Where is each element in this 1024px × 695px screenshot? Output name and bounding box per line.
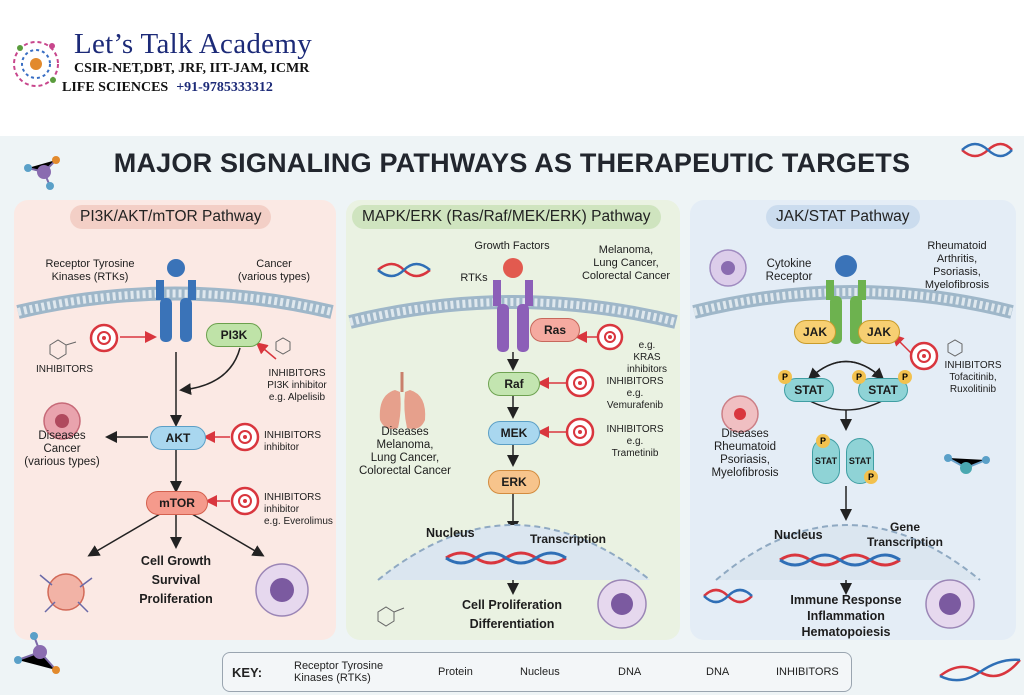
raf-node: Raf: [488, 372, 540, 396]
rtk-label: Receptor Tyrosine Kinases (RTKs): [45, 258, 135, 283]
mtor-inhibitor-label: INHIBITORS inhibitor e.g. Everolimus: [264, 492, 333, 527]
dna-helix-icon: [377, 262, 431, 278]
cytokine-receptor-label: Cytokine Receptor: [765, 258, 813, 283]
inhibitor-target-icon: [565, 368, 595, 398]
dna-helix-icon: [703, 588, 753, 604]
inflamed-cell-icon: [721, 395, 759, 433]
pi3k-inhibitor-label: INHIBITORS PI3K inhibitor e.g. Alpelisib: [267, 368, 327, 403]
academy-logo: [8, 34, 64, 94]
akt-node: AKT: [150, 426, 206, 450]
mapk-cell-icon: [597, 579, 647, 629]
logo-emblem-icon: [13, 41, 59, 87]
ras-inhibitor-label: e.g. KRAS inhibitors: [626, 340, 668, 375]
mapk-diseases-label: Diseases Melanoma, Lung Cancer, Colorect…: [358, 426, 452, 477]
cell-membrane-pi3k: [16, 286, 334, 319]
jak-nucleus-label: Nucleus: [774, 528, 823, 542]
inhibitor-target-icon: [596, 323, 624, 351]
mek-node: MEK: [488, 421, 540, 445]
mapk-pathway-title: MAPK/ERK (Ras/Raf/MEK/ERK) Pathway: [352, 205, 661, 229]
chemical-structure-icon: [275, 337, 291, 355]
phospho-badge: P: [778, 370, 792, 384]
transcription-label: Transcription: [530, 532, 607, 546]
stat-node-left: STAT: [784, 378, 834, 402]
stat-dimer-right: STAT: [846, 438, 874, 484]
jak-outcome: Immune Response Inflammation Hematopoies…: [790, 593, 902, 639]
akt-inhibitor-label: INHIBITORS inhibitor: [264, 430, 322, 453]
jak-node-right: JAK: [858, 320, 900, 344]
ras-node: Ras: [530, 318, 580, 342]
jak-dna-icon: [779, 553, 901, 567]
pi3k-node: PI3K: [206, 323, 262, 347]
jak-pathway-title: JAK/STAT Pathway: [766, 205, 920, 229]
key-dna-structure-label: DNA: [706, 666, 730, 678]
key-inhibitors-label: INHIBITORS: [776, 666, 839, 678]
jak-diseases-label: Diseases Rheumatoid Psoriasis, Myelofibr…: [711, 428, 779, 479]
academy-phone: +91-9785333312: [176, 80, 273, 95]
growth-factors-label: Growth Factors: [474, 240, 550, 252]
gene-transcription-label: Gene Transcription: [866, 520, 943, 549]
inhibitors-label: INHIBITORS: [36, 364, 94, 375]
mapk-nucleus-label: Nucleus: [426, 526, 475, 540]
jak-inhibitor-label: INHIBITORS Tofacitinib, Ruxolitinib: [944, 360, 1002, 395]
mek-inhibitor-label: INHIBITORS e.g. Trametinib: [606, 424, 664, 459]
key-rtk-label: Receptor Tyrosine Kinases (RTKs): [294, 660, 384, 684]
nucleus-cell-icon: [255, 563, 309, 617]
chemical-structure-icon: [49, 339, 77, 360]
phospho-badge: P: [816, 434, 830, 448]
rtk-receptor-icon: [156, 259, 196, 342]
academy-exams: CSIR-NET,DBT, JRF, IIT-JAM, ICMR: [74, 61, 310, 76]
erk-node: ERK: [488, 470, 540, 494]
academy-name: Let’s Talk Academy: [74, 28, 312, 60]
molecule-icon: [944, 454, 990, 474]
inhibitor-target-icon: [909, 341, 939, 371]
jak-cell-icon: [925, 579, 975, 629]
inhibitor-target-icon: [230, 486, 260, 516]
cancer-cell-icon: [43, 402, 81, 440]
phospho-badge: P: [898, 370, 912, 384]
key-dna-label: DNA: [618, 666, 642, 678]
key-protein-label: Protein: [438, 666, 473, 678]
key-nucleus-label: Nucleus: [520, 666, 560, 678]
mapk-cancer-label: Melanoma, Lung Cancer, Colorectal Cancer: [581, 244, 671, 282]
lungs-icon: [379, 372, 426, 429]
pi3k-outcome: Cell Growth Survival Proliferation: [139, 554, 213, 606]
key-title: KEY:: [232, 665, 263, 680]
mtor-node: mTOR: [146, 491, 208, 515]
mapk-rtk-receptor-icon: [493, 258, 533, 352]
pi3k-diseases-label: Diseases Cancer (various types): [24, 430, 100, 468]
inhibitor-target-icon: [565, 417, 595, 447]
molecule-icon: [14, 632, 60, 674]
mapk-nucleus-envelope: [377, 524, 651, 581]
cell-membrane-mapk: [348, 295, 678, 329]
inhibitor-target-icon: [89, 323, 119, 353]
pi3k-cancer-label: Cancer (various types): [237, 258, 311, 283]
academy-subject-line: LIFE SCIENCES +91-9785333312: [62, 80, 273, 96]
mapk-dna-icon: [445, 551, 567, 565]
inhibitor-target-icon: [230, 422, 260, 452]
pi3k-pathway-title: PI3K/AKT/mTOR Pathway: [70, 205, 272, 229]
dna-helix-icon: [939, 658, 1021, 682]
poster-title: MAJOR SIGNALING PATHWAYS AS THERAPEUTIC …: [113, 148, 911, 178]
mapk-outcome: Cell Proliferation Differentiation: [461, 598, 563, 631]
jak-node-left: JAK: [794, 320, 836, 344]
cell-membrane-jak: [692, 285, 1014, 319]
rtks-label: RTKs: [460, 272, 488, 284]
jak-disease-top-label: Rheumatoid Arthritis, Psoriasis, Myelofi…: [924, 240, 990, 291]
immune-cell-icon: [709, 249, 747, 287]
tumor-cell-icon: [39, 573, 93, 613]
chemical-structure-icon: [377, 606, 405, 627]
chemical-structure-icon: [947, 339, 963, 357]
jak-nucleus-envelope: [715, 524, 981, 581]
dna-helix-icon: [961, 142, 1013, 158]
raf-inhibitor-label: INHIBITORS e.g. Vemurafenib: [606, 376, 664, 411]
molecule-icon: [24, 156, 60, 190]
academy-subject: LIFE SCIENCES: [62, 80, 169, 95]
legend-key: [222, 652, 852, 692]
phospho-badge: P: [864, 470, 878, 484]
phospho-badge: P: [852, 370, 866, 384]
